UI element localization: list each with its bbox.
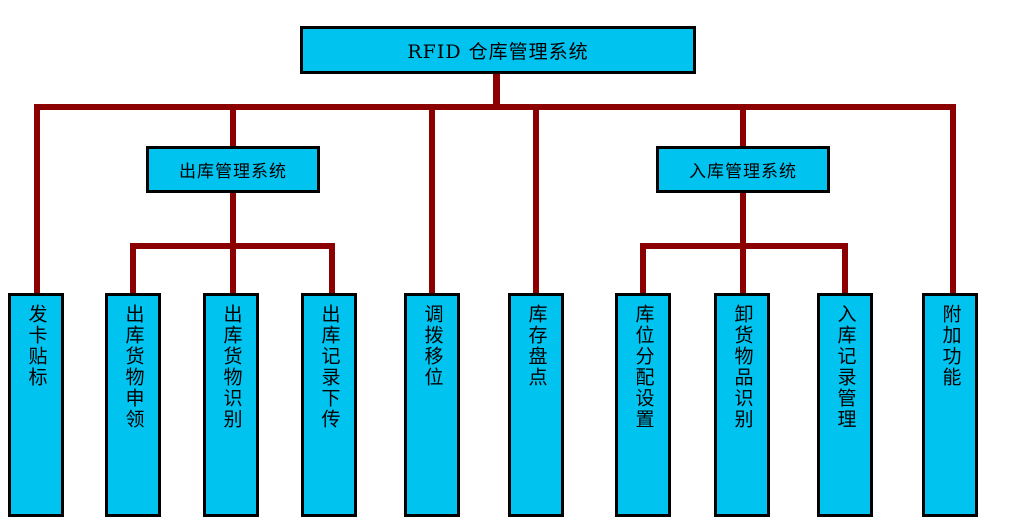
node-leaf-storage-location-allocation[interactable]: 库位分配设置	[615, 293, 671, 517]
node-leaf-7-label: 库位分配设置	[632, 304, 655, 430]
node-leaf-1-label: 发卡贴标	[25, 304, 48, 388]
node-group-outbound-label: 出库管理系统	[179, 162, 287, 182]
connector-drop-group-outbound	[230, 104, 236, 146]
connector-drop-leaf-1	[34, 104, 40, 293]
connector-drop-leaf-9	[842, 243, 848, 293]
node-leaf-6-label: 库存盘点	[525, 304, 548, 388]
connector-drop-leaf-3	[230, 243, 236, 293]
node-leaf-10-label: 附加功能	[939, 304, 962, 388]
connector-drop-group-inbound	[740, 104, 746, 146]
connector-drop-leaf-10	[950, 104, 956, 293]
node-leaf-card-issue-labeling[interactable]: 发卡贴标	[8, 293, 64, 517]
node-leaf-3-label: 出库货物识别	[220, 304, 243, 430]
node-leaf-9-label: 入库记录管理	[834, 304, 857, 430]
connector-drop-leaf-7	[640, 243, 646, 293]
node-leaf-outbound-goods-identification[interactable]: 出库货物识别	[203, 293, 259, 517]
connector-main-bus	[34, 104, 956, 110]
node-leaf-5-label: 调拨移位	[421, 304, 444, 388]
connector-drop-leaf-2	[130, 243, 136, 293]
connector-root-stem	[493, 74, 500, 110]
node-leaf-2-label: 出库货物申领	[122, 304, 145, 430]
node-group-inbound-label: 入库管理系统	[689, 162, 797, 182]
node-leaf-8-label: 卸货物品识别	[731, 304, 754, 430]
connector-drop-leaf-8	[740, 243, 746, 293]
node-leaf-additional-functions[interactable]: 附加功能	[922, 293, 978, 517]
connector-drop-leaf-4	[329, 243, 335, 293]
node-leaf-inbound-record-management[interactable]: 入库记录管理	[817, 293, 873, 517]
node-leaf-4-label: 出库记录下传	[318, 304, 341, 430]
node-leaf-outbound-goods-request[interactable]: 出库货物申领	[105, 293, 161, 517]
node-group-inbound-management[interactable]: 入库管理系统	[656, 146, 830, 193]
node-leaf-unloaded-goods-identification[interactable]: 卸货物品识别	[714, 293, 770, 517]
node-leaf-outbound-record-upload[interactable]: 出库记录下传	[301, 293, 357, 517]
node-root-label: RFID 仓库管理系统	[407, 40, 589, 63]
node-root-rfid-warehouse-system[interactable]: RFID 仓库管理系统	[300, 26, 696, 74]
connector-drop-leaf-6	[533, 104, 539, 293]
node-leaf-inventory-stocktaking[interactable]: 库存盘点	[508, 293, 564, 517]
connector-outbound-stem	[230, 193, 236, 246]
node-leaf-transfer-relocation[interactable]: 调拨移位	[404, 293, 460, 517]
connector-inbound-stem	[740, 193, 746, 246]
node-group-outbound-management[interactable]: 出库管理系统	[146, 146, 320, 193]
connector-drop-leaf-5	[429, 104, 435, 293]
